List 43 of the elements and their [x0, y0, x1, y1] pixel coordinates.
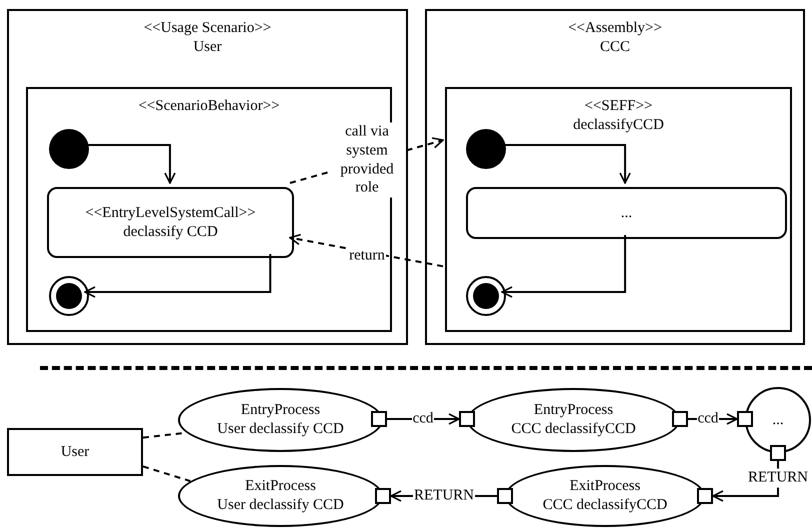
port-square	[371, 411, 387, 427]
actor-box	[7, 428, 143, 476]
process-label: CCC declassifyCCD	[511, 420, 636, 439]
process-label: User declassify CCD	[217, 420, 344, 439]
port-square	[497, 488, 513, 504]
process-label: CCC declassifyCCD	[542, 496, 668, 515]
process-label: User declassify CCD	[217, 496, 344, 515]
process-type: ExitProcess	[245, 477, 316, 496]
component-frame	[445, 87, 792, 332]
port-square	[459, 411, 475, 427]
component-name: User	[193, 38, 222, 56]
port-square	[770, 445, 786, 461]
component-frame	[7, 9, 408, 345]
component-name: declassifyCCD	[573, 116, 664, 134]
port-square	[697, 488, 713, 504]
port-square	[672, 411, 688, 427]
final-node	[49, 276, 89, 316]
action-box	[47, 187, 294, 258]
final-node	[466, 276, 506, 316]
process-type: EntryProcess	[534, 401, 614, 420]
component-name: CCC	[600, 38, 630, 56]
stereotype-label: <<EntryLevelSystemCall>>	[85, 204, 256, 222]
stereotype-label: <<SEFF>>	[584, 97, 653, 116]
initial-node	[49, 129, 89, 169]
initial-node	[466, 129, 506, 169]
action-label: declassify CCD	[123, 222, 218, 242]
process-type: EntryProcess	[240, 401, 320, 420]
stereotype-label: <<Assembly>>	[568, 19, 662, 38]
actor-label: User	[60, 442, 90, 462]
component-frame	[425, 9, 805, 345]
arrow	[84, 254, 272, 298]
process-type: ExitProcess	[570, 477, 640, 496]
arrow	[501, 235, 626, 298]
stereotype-label: <<ScenarioBehavior>>	[138, 97, 280, 116]
stereotype-label: <<Usage Scenario>>	[144, 19, 272, 38]
port-square	[737, 411, 753, 427]
port-square	[375, 488, 391, 504]
process-label: ...	[772, 410, 784, 430]
action-label: ...	[620, 204, 632, 222]
edge-label: call via system provided role	[329, 122, 405, 198]
action-box	[466, 187, 787, 239]
arrow	[387, 413, 460, 425]
edge-label: RETURN	[747, 468, 809, 488]
